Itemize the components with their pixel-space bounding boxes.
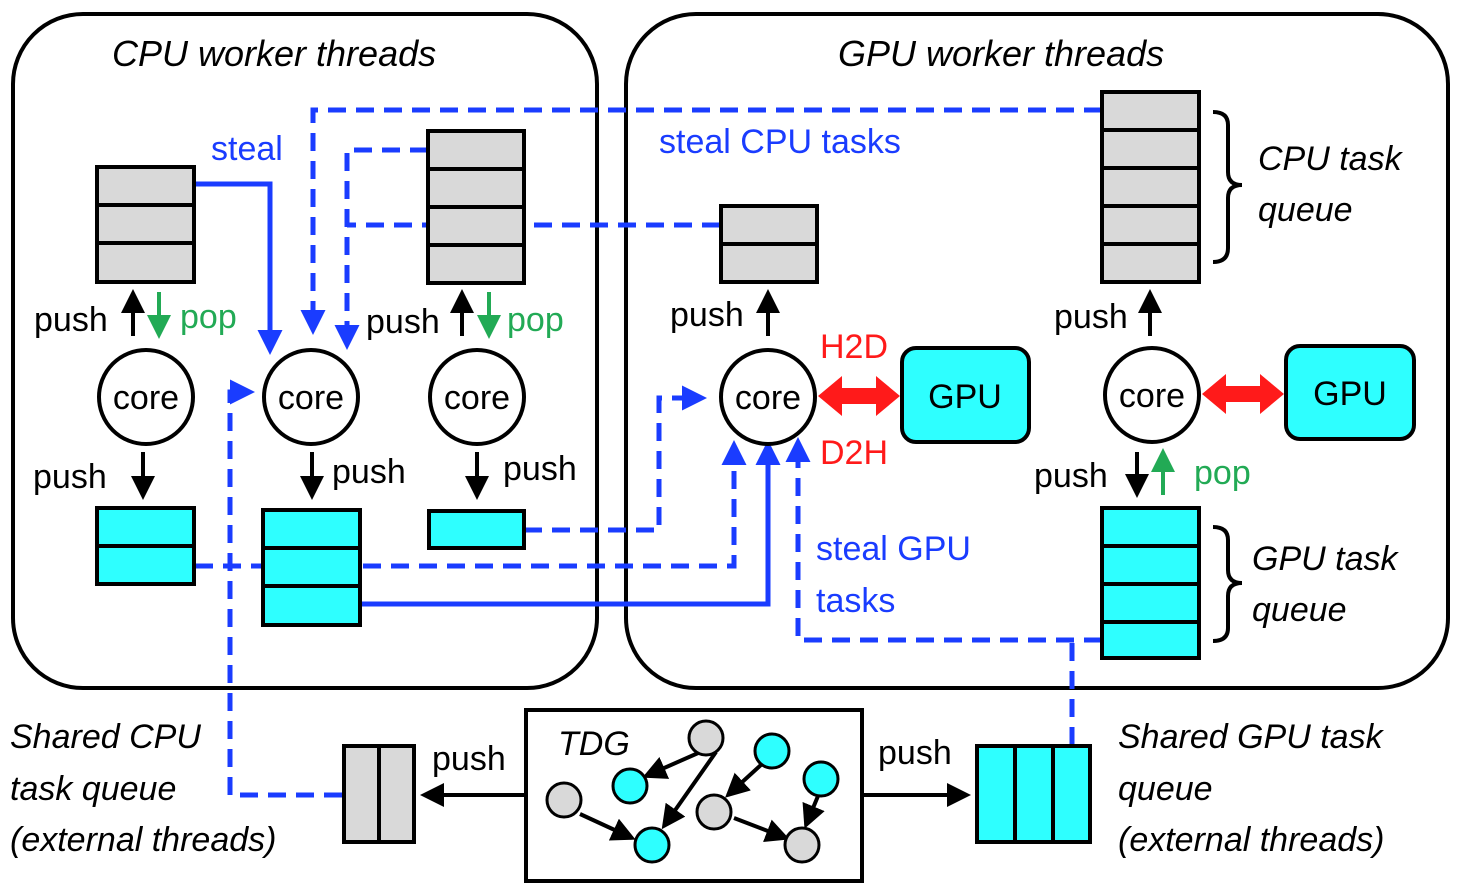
cpu-core-3: [428, 348, 526, 446]
h2d-label: H2D: [820, 328, 888, 366]
steal-path-solid-gpu: [360, 440, 781, 607]
gpu-core-2-label: core: [1119, 377, 1185, 415]
gpu-device-1-label: GPU: [928, 378, 1002, 416]
tdg-label: TDG: [558, 725, 630, 763]
tdg-node-gray-2: [545, 781, 583, 819]
gpu-core-1-label: core: [735, 379, 801, 417]
steal-gpu-tasks-label-2: tasks: [816, 582, 895, 620]
shared-gpu-label-1: Shared GPU task: [1118, 718, 1385, 756]
push-label-shared-gpu: push: [878, 734, 952, 772]
gpu-task-queue-brace: [1212, 525, 1243, 643]
gpu-device-1: [900, 346, 1031, 444]
cpu-queue-3: [426, 129, 526, 285]
cpu-task-queue-brace: [1212, 110, 1243, 264]
push-label-3: push: [33, 458, 107, 496]
d2h-label: D2H: [820, 434, 888, 472]
push-label-gpu-2: push: [1054, 298, 1128, 336]
gpu-task-queue: [1100, 506, 1201, 660]
shared-gpu-label-3: (external threads): [1118, 821, 1384, 859]
gpu-device-2-label: GPU: [1313, 375, 1387, 413]
cpu-worker-group: [11, 12, 599, 690]
cpu-core-1: [97, 348, 195, 446]
cpu-core-2: [262, 348, 360, 446]
gpu-task-queue-label-1: GPU task: [1252, 540, 1399, 578]
steal-path-shared-cpu: [227, 379, 342, 798]
cpu-core-3-label: core: [444, 379, 510, 417]
cpu-core-2-label: core: [278, 379, 344, 417]
cpu-task-queue: [1100, 90, 1201, 284]
steal-cpu-tasks-label: steal CPU tasks: [659, 123, 901, 161]
shared-cpu-label-3: (external threads): [10, 821, 276, 859]
shared-cpu-label-2: task queue: [10, 770, 176, 808]
gpu-core1-cpu-queue: [719, 204, 819, 284]
gpu-worker-group: [624, 12, 1450, 690]
transfer-arrow-2: [1202, 374, 1284, 414]
tdg-node-cyan-3: [802, 760, 840, 798]
steal-path-solid-cpu: [195, 181, 283, 355]
pop-label-1: pop: [180, 298, 237, 336]
gpu-group-title: GPU worker threads: [838, 33, 1164, 74]
steal-label: steal: [211, 130, 283, 168]
tdg-node-gray-3: [695, 793, 733, 831]
cpu-gpu-queue-3: [427, 509, 526, 550]
push-label-5: push: [503, 450, 577, 488]
gpu-task-queue-label-2: queue: [1252, 591, 1347, 629]
transfer-arrow-1: [818, 376, 900, 416]
push-label-1: push: [34, 301, 108, 339]
push-label-2: push: [366, 303, 440, 341]
push-label-gpu-3: push: [1034, 457, 1108, 495]
steal-path-queue3-a: [334, 147, 428, 350]
gpu-device-2: [1284, 344, 1416, 441]
steal-path-gpu-queue: [785, 437, 1102, 643]
shared-gpu-label-2: queue: [1118, 770, 1213, 808]
cpu-gpu-queue-1: [95, 506, 196, 586]
tdg-node-cyan-4: [633, 826, 671, 864]
shared-cpu-label-1: Shared CPU: [10, 718, 201, 756]
gpu-core-1: [719, 348, 817, 446]
cpu-task-queue-label-1: CPU task: [1258, 140, 1404, 178]
steal-path-cyan-queue3: [524, 385, 707, 533]
pop-label-2: pop: [507, 301, 564, 339]
tdg-node-gray-4: [783, 826, 821, 864]
steal-path-cyan-queue1: [195, 440, 747, 569]
tdg-node-cyan-2: [611, 767, 649, 805]
push-label-4: push: [332, 453, 406, 491]
tdg-edges: [579, 748, 825, 843]
gpu-core-2: [1103, 346, 1201, 444]
cpu-queue-1: [95, 165, 196, 284]
tdg-node-gray-1: [687, 719, 725, 757]
cpu-group-title: CPU worker threads: [112, 33, 436, 74]
shared-gpu-queue: [975, 744, 1092, 844]
push-label-gpu-1: push: [670, 296, 744, 334]
push-label-shared-cpu: push: [432, 740, 506, 778]
cpu-task-queue-label-2: queue: [1258, 191, 1353, 229]
tdg-node-cyan-1: [753, 732, 791, 770]
steal-path-long-top: [300, 107, 1102, 335]
cpu-core-1-label: core: [113, 379, 179, 417]
shared-cpu-queue: [342, 744, 416, 844]
steal-gpu-tasks-label-1: steal GPU: [816, 530, 971, 568]
pop-label-gpu: pop: [1194, 454, 1251, 492]
cpu-gpu-queue-2: [261, 508, 362, 627]
